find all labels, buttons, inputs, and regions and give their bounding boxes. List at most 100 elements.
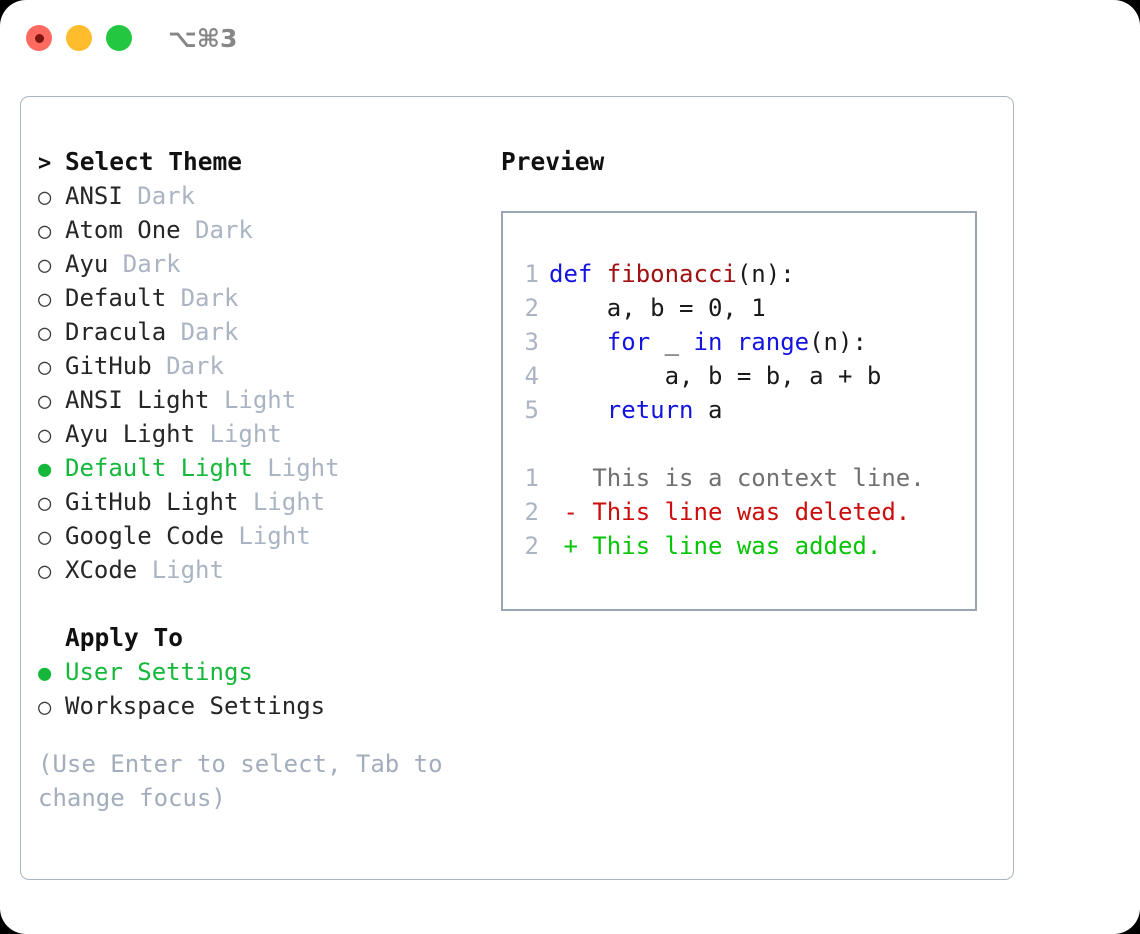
page-title: Select Theme [65, 147, 243, 176]
apply-to-title: Apply To [65, 623, 184, 652]
caret-icon: > [38, 151, 52, 176]
radio-unselected-icon[interactable]: ○ [38, 491, 52, 516]
line-number: 2 [524, 294, 539, 322]
list-spacer [38, 587, 498, 621]
diff-line: 2 - This line was deleted. [517, 495, 925, 529]
line-number: 3 [524, 328, 539, 356]
theme-list-item[interactable]: ○Ayu Dark [38, 247, 498, 281]
theme-list-item[interactable]: ○ GitHub Dark [38, 349, 498, 383]
apply-to-label: User Settings [65, 658, 253, 686]
keyboard-shortcut-label: ⌥⌘3 [168, 24, 238, 53]
radio-unselected-icon[interactable]: ○ [38, 287, 52, 312]
theme-list-item[interactable]: ○ANSI Dark [38, 179, 498, 213]
theme-list-item[interactable]: ○ Default Dark [38, 281, 498, 315]
theme-name: GitHub [65, 352, 152, 380]
code-token: return [549, 396, 708, 424]
radio-unselected-icon[interactable]: ○ [38, 219, 52, 244]
line-number: 1 [524, 260, 539, 288]
theme-list-item[interactable]: ○ Atom One Dark [38, 213, 498, 247]
theme-list-item[interactable]: ● Default Light Light [38, 451, 498, 485]
apply-to-label: Workspace Settings [65, 692, 326, 720]
code-line: 5 return a [517, 393, 925, 427]
theme-list-item[interactable]: ○ ANSI Light Light [38, 383, 498, 417]
line-number: 2 [524, 498, 539, 526]
preview-title: Preview [501, 147, 605, 176]
theme-list-item[interactable]: ○Google Code Light [38, 519, 498, 553]
radio-unselected-icon[interactable]: ○ [38, 253, 52, 278]
theme-category-tag: Dark [166, 318, 239, 346]
code-token: (n): [809, 328, 867, 356]
code-token: (n): [736, 260, 795, 288]
line-number: 1 [524, 464, 539, 492]
radio-unselected-icon[interactable]: ○ [38, 389, 52, 414]
theme-list-item[interactable]: ○Dracula Dark [38, 315, 498, 349]
theme-list-item[interactable]: ○ Ayu Light Light [38, 417, 498, 451]
theme-list-item[interactable]: ○ GitHub Light Light [38, 485, 498, 519]
theme-category-tag: Dark [122, 182, 196, 210]
radio-selected-icon[interactable]: ● [38, 457, 52, 482]
radio-unselected-icon[interactable]: ○ [38, 423, 52, 448]
theme-category-tag: Light [137, 556, 224, 584]
theme-name: Default Light [65, 454, 253, 482]
radio-selected-icon[interactable]: ● [38, 661, 52, 686]
line-number: 4 [524, 362, 539, 390]
theme-name: Default [65, 284, 167, 312]
theme-category-tag: Dark [166, 284, 239, 312]
minimize-button[interactable] [66, 25, 92, 51]
theme-name: GitHub Light [65, 488, 239, 516]
theme-category-tag: Light [238, 488, 326, 516]
line-number: 2 [524, 532, 539, 560]
theme-list: ○ANSI Dark○Atom One Dark○Ayu Dark○Defaul… [38, 179, 498, 587]
diff-line: 1 This is a context line. [517, 461, 925, 495]
code-line: 3 for _ in range(n): [517, 325, 925, 359]
line-number: 5 [524, 396, 539, 424]
theme-category-tag: Light [252, 454, 340, 482]
theme-category-tag: Light [195, 420, 282, 448]
code-token: a, b = b, a + b [549, 362, 882, 390]
theme-name: Ayu Light [65, 420, 196, 448]
radio-unselected-icon[interactable]: ○ [38, 355, 52, 380]
close-button[interactable] [26, 25, 52, 51]
theme-name: Atom One [65, 216, 181, 244]
code-line: 4 a, b = b, a + b [517, 359, 925, 393]
theme-picker-column: >Select Theme ○ANSI Dark○Atom One Dark○A… [38, 145, 498, 815]
theme-picker-header: > Select Theme [38, 145, 498, 179]
theme-category-tag: Light [209, 386, 297, 414]
apply-to-list: ● User Settings ○ Workspace Settings [38, 655, 498, 723]
theme-category-tag: Dark [151, 352, 224, 380]
diff-text: + This line was added. [549, 532, 882, 560]
theme-name: ANSI Light [65, 386, 210, 414]
help-text: (Use Enter to select, Tab to change focu… [38, 750, 443, 812]
radio-unselected-icon[interactable]: ○ [38, 321, 52, 346]
radio-unselected-icon[interactable]: ○ [38, 695, 52, 720]
radio-unselected-icon[interactable]: ○ [38, 185, 52, 210]
title-bar: ⌥⌘3 [0, 0, 1140, 78]
apply-to-item[interactable]: ○ Workspace Settings [38, 689, 498, 723]
theme-name: XCode [65, 556, 138, 584]
diff-line: 2 + This line was added. [517, 529, 925, 563]
diff-text: - This line was deleted. [549, 498, 911, 526]
theme-name: Ayu [65, 250, 109, 278]
diff-text: This is a context line. [549, 464, 925, 492]
code-token: for [549, 328, 665, 356]
theme-list-item[interactable]: ○ XCode Light [38, 553, 498, 587]
theme-category-tag: Light [223, 522, 311, 550]
radio-unselected-icon[interactable]: ○ [38, 525, 52, 550]
code-token: a [707, 396, 723, 424]
close-icon [34, 33, 44, 43]
code-token: in range [693, 328, 810, 356]
apply-to-item[interactable]: ● User Settings [38, 655, 498, 689]
maximize-button[interactable] [106, 25, 132, 51]
apply-to-header: ○Apply To [38, 621, 498, 655]
radio-unselected-icon[interactable]: ○ [38, 559, 52, 584]
main-panel: >Select Theme ○ANSI Dark○Atom One Dark○A… [20, 96, 1014, 880]
code-line: 2 a, b = 0, 1 [517, 291, 925, 325]
blank-marker: ○ [38, 623, 65, 657]
theme-category-tag: Dark [180, 216, 253, 244]
code-token: fibonacci [606, 260, 737, 288]
window-controls [26, 25, 132, 51]
